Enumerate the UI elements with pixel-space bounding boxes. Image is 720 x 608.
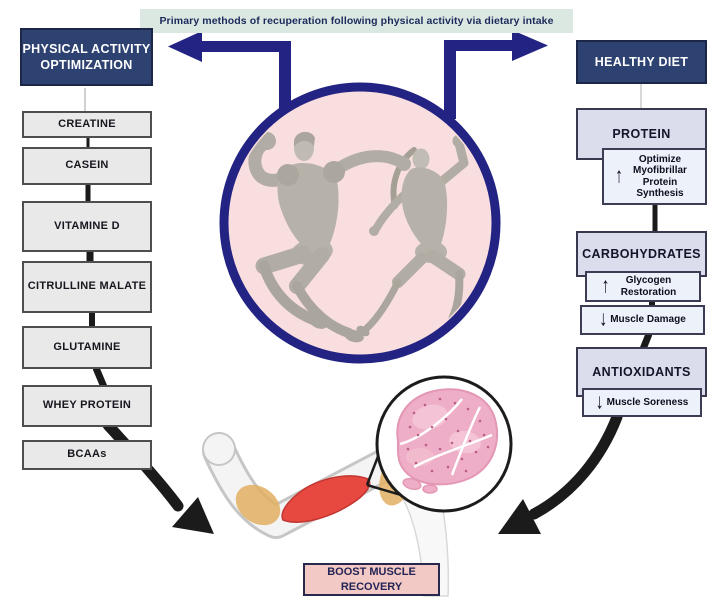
supplement-box-glutamine: GLUTAMINE xyxy=(22,326,152,369)
muscle-soreness-effect-box: ↓ Muscle Soreness xyxy=(582,388,702,417)
up-arrow-icon: ↑ xyxy=(601,274,610,298)
left-arrowhead-icon xyxy=(168,31,202,62)
right-arrowhead-icon xyxy=(512,30,548,61)
protein-effect-label: Optimize Myofibrillar Protein Synthesis xyxy=(633,153,687,200)
left-column-header: PHYSICAL ACTIVITY OPTIMIZATION xyxy=(20,28,153,86)
title-banner: Primary methods of recuperation followin… xyxy=(140,9,573,33)
supplement-box-casein: CASEIN xyxy=(22,147,152,185)
glycogen-effect-label: Glycogen Restoration xyxy=(620,275,677,298)
black-arrowhead-right-icon xyxy=(498,499,541,534)
tissue-nuclei xyxy=(406,397,490,473)
navy-arrow-left xyxy=(168,31,291,119)
down-arrow-icon: ↓ xyxy=(595,390,604,414)
black-curve-arrow-right xyxy=(498,411,623,534)
supplement-box-vitamine-d: VITAMINE D xyxy=(22,201,152,252)
protein-effect-box: ↑ Optimize Myofibrillar Protein Synthesi… xyxy=(602,148,707,205)
glycogen-effect-box: ↑ Glycogen Restoration xyxy=(585,271,701,302)
left-column-connectors xyxy=(84,88,108,389)
down-arrow-icon: ↓ xyxy=(599,307,608,331)
boost-muscle-recovery-box: BOOST MUSCLE RECOVERY xyxy=(303,563,440,596)
female-figure xyxy=(356,134,469,340)
black-arrowhead-left-icon xyxy=(172,497,214,534)
muscle-tissue-magnifier xyxy=(365,375,513,513)
male-figure xyxy=(248,131,417,343)
tissue-fissures xyxy=(399,398,493,476)
navy-arrow-right xyxy=(444,30,548,119)
biceps-muscle xyxy=(281,475,371,523)
supplement-box-bcaas: BCAAs xyxy=(22,440,152,470)
supplement-box-whey-protein: WHEY PROTEIN xyxy=(22,385,152,427)
tissue-blob xyxy=(396,388,499,486)
up-arrow-icon: ↑ xyxy=(615,164,623,188)
muscle-soreness-effect-label: Muscle Soreness xyxy=(606,396,689,408)
supplement-box-citrulline-malate: CITRULLINE MALATE xyxy=(22,261,152,313)
elbow-tendon xyxy=(235,484,281,526)
fist xyxy=(202,432,236,466)
supplement-box-creatine: CREATINE xyxy=(22,111,152,138)
muscle-damage-effect-label: Muscle Damage xyxy=(610,314,686,326)
right-column-header: HEALTHY DIET xyxy=(576,40,707,84)
right-column-connectors xyxy=(639,84,658,351)
muscle-damage-effect-box: ↓ Muscle Damage xyxy=(580,305,705,335)
central-circle-illustration xyxy=(219,82,501,364)
